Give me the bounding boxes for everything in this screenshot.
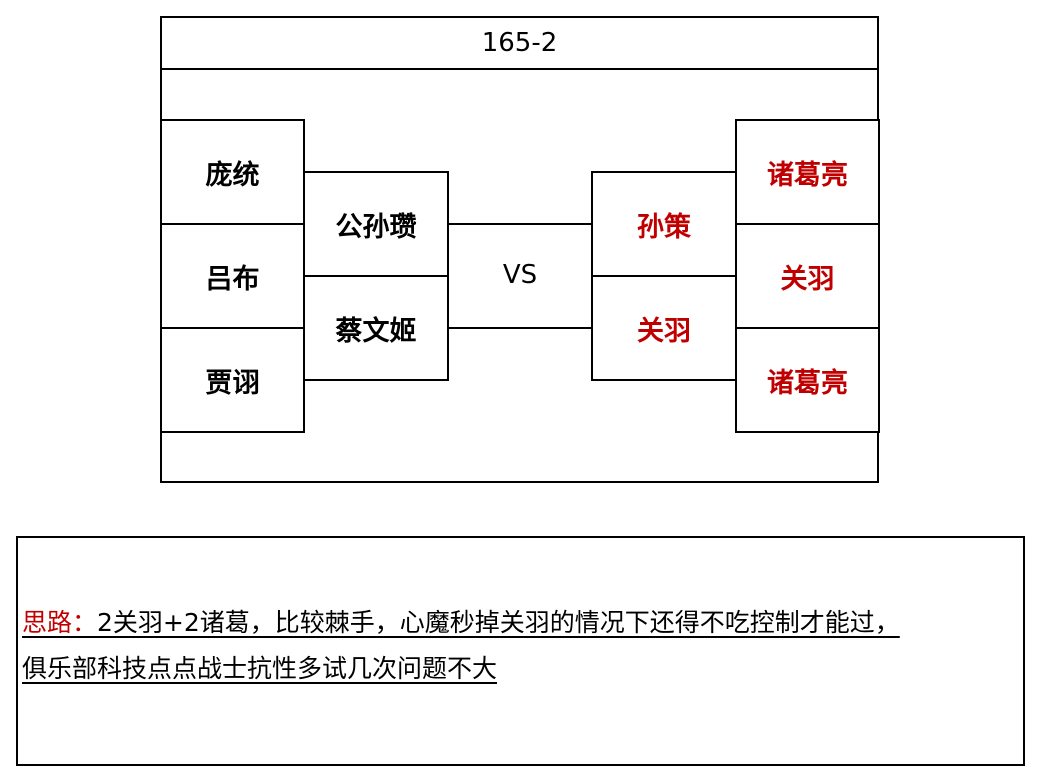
right-back-slot-3: 诸葛亮 [735, 327, 880, 433]
left-front-slot-2: 蔡文姬 [303, 275, 449, 381]
connector-line-top [447, 223, 593, 225]
left-back-slot-3: 贾诩 [160, 327, 305, 433]
connector-line-bottom [447, 327, 593, 329]
strategy-note-box: 思路：2关羽+2诸葛，比较棘手，心魔秒掉关羽的情况下还得不吃控制才能过， 俱乐部… [16, 536, 1025, 766]
left-back-slot-2: 吕布 [160, 223, 305, 329]
left-back-slot-1: 庞统 [160, 119, 305, 225]
left-front-slot-1: 公孙瓒 [303, 171, 449, 277]
right-front-slot-2: 关羽 [591, 275, 737, 381]
right-back-slot-1: 诸葛亮 [735, 119, 880, 225]
strategy-note-line-2: 俱乐部科技点点战士抗性多试几次问题不大 [22, 654, 498, 683]
strategy-note-line-1: 2关羽+2诸葛，比较棘手，心魔秒掉关羽的情况下还得不吃控制才能过， [97, 608, 900, 637]
right-front-slot-1: 孙策 [591, 171, 737, 277]
lineup-title: 165-2 [162, 18, 877, 70]
vs-label: VS [502, 260, 538, 290]
right-back-slot-2: 关羽 [735, 223, 880, 329]
strategy-note: 思路：2关羽+2诸葛，比较棘手，心魔秒掉关羽的情况下还得不吃控制才能过， 俱乐部… [22, 600, 1012, 692]
strategy-note-label: 思路： [22, 608, 98, 637]
